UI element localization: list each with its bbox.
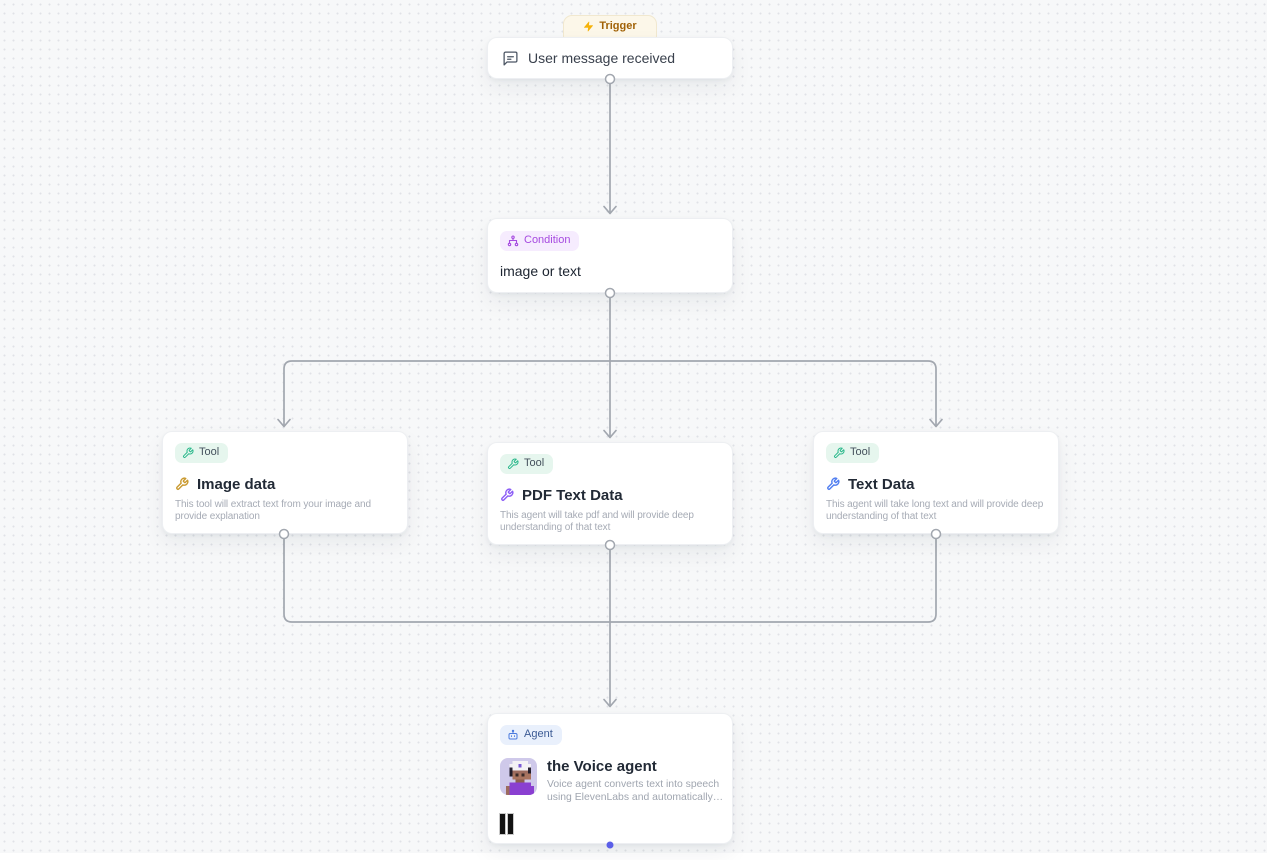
wrench-icon (507, 458, 519, 469)
condition-badge-label: Condition (524, 234, 571, 246)
tool-badge-label: Tool (524, 457, 545, 469)
wrench-icon (182, 447, 194, 458)
agent-badge: Agent (500, 725, 562, 745)
condition-badge: Condition (500, 231, 580, 251)
pause-button[interactable] (500, 813, 516, 834)
trigger-tab-label: Trigger (599, 20, 637, 32)
tool-badge-label: Tool (850, 446, 871, 458)
node-condition[interactable]: Condition image or text (487, 218, 733, 293)
lightning-icon (584, 21, 594, 32)
agent-badge-label: Agent (524, 728, 553, 740)
arrowhead-icon (603, 429, 617, 439)
tool-badge: Tool (175, 443, 229, 463)
message-icon (503, 50, 518, 66)
edge-branch-split (283, 360, 937, 427)
tool-badge-label: Tool (199, 446, 220, 458)
tool-description: This agent will take long text and will … (826, 498, 1044, 522)
pixel-avatar-image (500, 757, 537, 795)
tool-title: Text Data (848, 475, 915, 493)
node-voice-agent[interactable]: Agent (487, 713, 733, 844)
arrowhead-icon (277, 418, 291, 428)
tool-title: PDF Text Data (522, 486, 623, 504)
condition-title: image or text (500, 262, 581, 279)
agent-title: the Voice agent (547, 757, 657, 775)
arrowhead-icon (603, 205, 617, 215)
pause-icon (508, 813, 513, 834)
arrowhead-icon (603, 698, 617, 708)
arrowhead-icon (929, 418, 943, 428)
node-tool-image-data[interactable]: Tool Image data This tool will extract t… (162, 431, 408, 534)
tool-badge: Tool (826, 443, 880, 463)
tool-description: This agent will take pdf and will provid… (500, 509, 694, 533)
robot-icon (508, 729, 518, 739)
wrench-icon (833, 447, 845, 458)
wrench-icon (176, 477, 189, 490)
edge-merge-right (609, 533, 937, 623)
tool-badge: Tool (500, 454, 554, 474)
wrench-icon (501, 488, 514, 501)
canvas-bottom-edge (0, 853, 1267, 860)
agent-avatar (500, 757, 537, 795)
node-trigger[interactable]: User message received (487, 37, 733, 79)
wrench-icon (827, 477, 840, 490)
tool-title: Image data (197, 475, 276, 493)
hierarchy-icon (507, 234, 519, 246)
node-tool-pdf-text-data[interactable]: Tool PDF Text Data This agent will take … (487, 442, 733, 545)
tool-description: This tool will extract text from your im… (175, 498, 371, 522)
pause-icon (500, 813, 505, 834)
agent-description: Voice agent converts text into speech us… (547, 778, 720, 803)
edge-merge-left (283, 533, 611, 623)
node-tool-text-data[interactable]: Tool Text Data This agent will take long… (813, 431, 1059, 534)
trigger-title: User message received (528, 50, 676, 66)
